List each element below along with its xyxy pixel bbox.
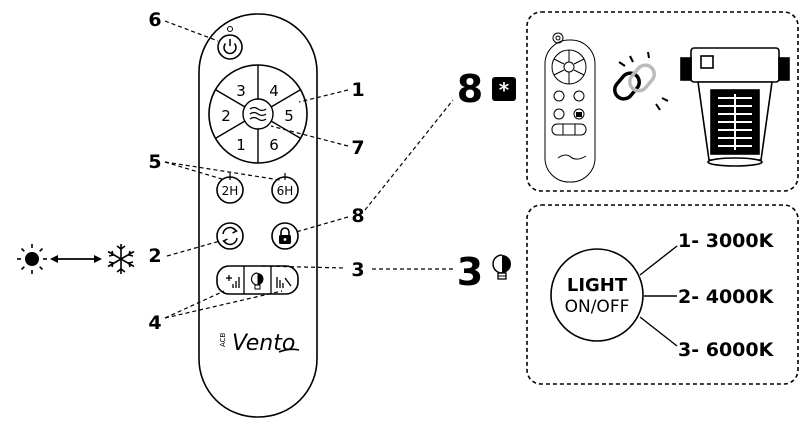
callout-8: 8 (351, 205, 364, 227)
light-onoff-circle (550, 248, 644, 342)
light-number: 3 (457, 250, 483, 294)
brand-logo: ACB Vento (219, 331, 300, 356)
pairing-number: 8 (457, 67, 483, 111)
callout-2: 2 (148, 245, 161, 267)
callout-6: 6 (148, 9, 161, 31)
unlink-icon (613, 63, 656, 101)
callout-4: 4 (148, 312, 161, 334)
speed-4-button[interactable]: 4 (269, 82, 279, 100)
callout-1: 1 (351, 79, 364, 101)
power-button[interactable] (217, 34, 243, 60)
timer-2h-button[interactable]: 2H (216, 173, 244, 204)
dim-up-button[interactable] (226, 275, 240, 288)
timer-6h-button[interactable]: 6H (271, 173, 299, 204)
brightness-up-icon (226, 275, 240, 288)
double-arrow (50, 255, 102, 263)
timer-6h-label: 6H (277, 184, 294, 198)
speed-3-button[interactable]: 3 (236, 82, 246, 100)
brand-small-text: ACB (219, 332, 227, 347)
speed-2-button[interactable]: 2 (221, 107, 231, 125)
status-led (227, 26, 233, 32)
snowflake-icon (107, 244, 135, 274)
bulb-icon (250, 272, 264, 290)
light-panel (526, 204, 799, 385)
speed-6-button[interactable]: 6 (269, 136, 279, 154)
lock-icon (279, 227, 291, 244)
dim-down-button[interactable] (276, 277, 292, 288)
speed-1-button[interactable]: 1 (236, 136, 246, 154)
wind-waves-icon (249, 106, 267, 122)
mini-remote (544, 32, 596, 183)
reverse-button[interactable] (216, 222, 244, 250)
mini-lock-icon (576, 112, 582, 117)
callout-3: 3 (351, 259, 364, 281)
callout-7: 7 (351, 137, 364, 159)
large-bulb-icon (492, 254, 511, 280)
asterisk-text: * (499, 78, 510, 102)
power-icon (223, 39, 237, 55)
light-toggle-button[interactable] (250, 272, 264, 290)
spark-lines (618, 51, 669, 111)
asterisk-badge: * (492, 77, 516, 102)
option-3000k: 1- 3000K (678, 230, 775, 252)
reverse-arrows-icon (222, 226, 238, 246)
receiver-vents (718, 94, 752, 150)
lock-button[interactable] (271, 222, 299, 250)
option-6000k: 3- 6000K (678, 339, 775, 361)
timer-2h-label: 2H (222, 184, 239, 198)
sun-icon (17, 244, 47, 274)
brightness-down-icon (276, 277, 292, 288)
onoff-label: ON/OFF (565, 297, 630, 317)
connector-3000k (639, 245, 678, 276)
brand-name: Vento (232, 331, 295, 356)
light-label: LIGHT (567, 275, 628, 296)
pairing-panel (526, 11, 799, 192)
callout-5: 5 (148, 151, 161, 173)
option-4000k: 2- 4000K (678, 286, 775, 308)
speed-5-button[interactable]: 5 (284, 107, 294, 125)
connector-6000k (639, 316, 678, 347)
breeze-mode-button[interactable] (249, 106, 267, 122)
